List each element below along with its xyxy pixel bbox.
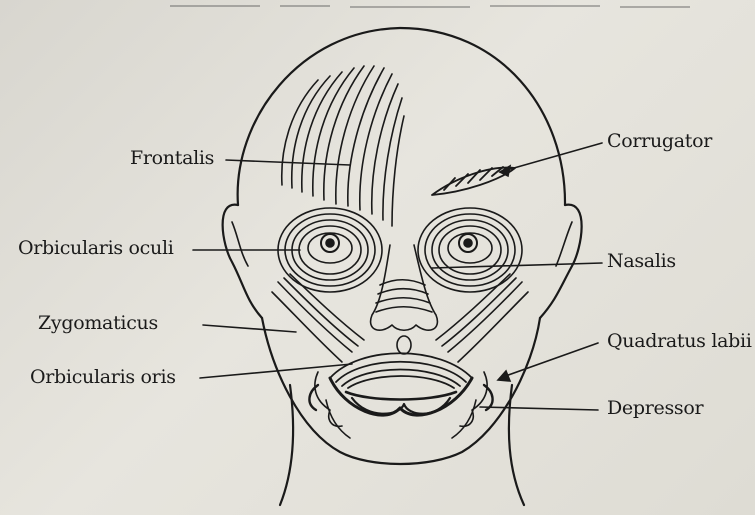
leader-frontalis [226,160,350,165]
label-quadratus-labii: Quadratus labii [607,330,752,352]
leader-quadratus-arrow [498,371,510,381]
label-orbicularis-oculi: Orbicularis oculi [18,237,174,259]
left-ear [223,205,262,318]
right-ear [540,205,582,318]
leader-corrugator [500,143,602,172]
neck [280,385,293,505]
frontalis-muscle [282,66,404,226]
orbicularis-oculi-right [418,208,522,292]
top-text-remnant [170,6,690,7]
leader-depressor [480,407,598,410]
label-frontalis: Frontalis [130,147,214,169]
label-orbicularis-oris: Orbicularis oris [30,366,176,388]
label-nasalis: Nasalis [607,250,676,272]
zygomaticus-left [272,274,364,362]
orbicularis-oris-muscle [330,353,472,415]
leader-quadratus-labii [500,343,598,378]
jaw-outline [262,318,540,464]
head-outline [238,28,565,205]
zygomaticus-right [436,274,528,362]
label-corrugator: Corrugator [607,130,712,152]
label-zygomaticus: Zygomaticus [38,312,158,334]
label-depressor: Depressor [607,397,703,419]
leader-zygomaticus [203,325,296,332]
